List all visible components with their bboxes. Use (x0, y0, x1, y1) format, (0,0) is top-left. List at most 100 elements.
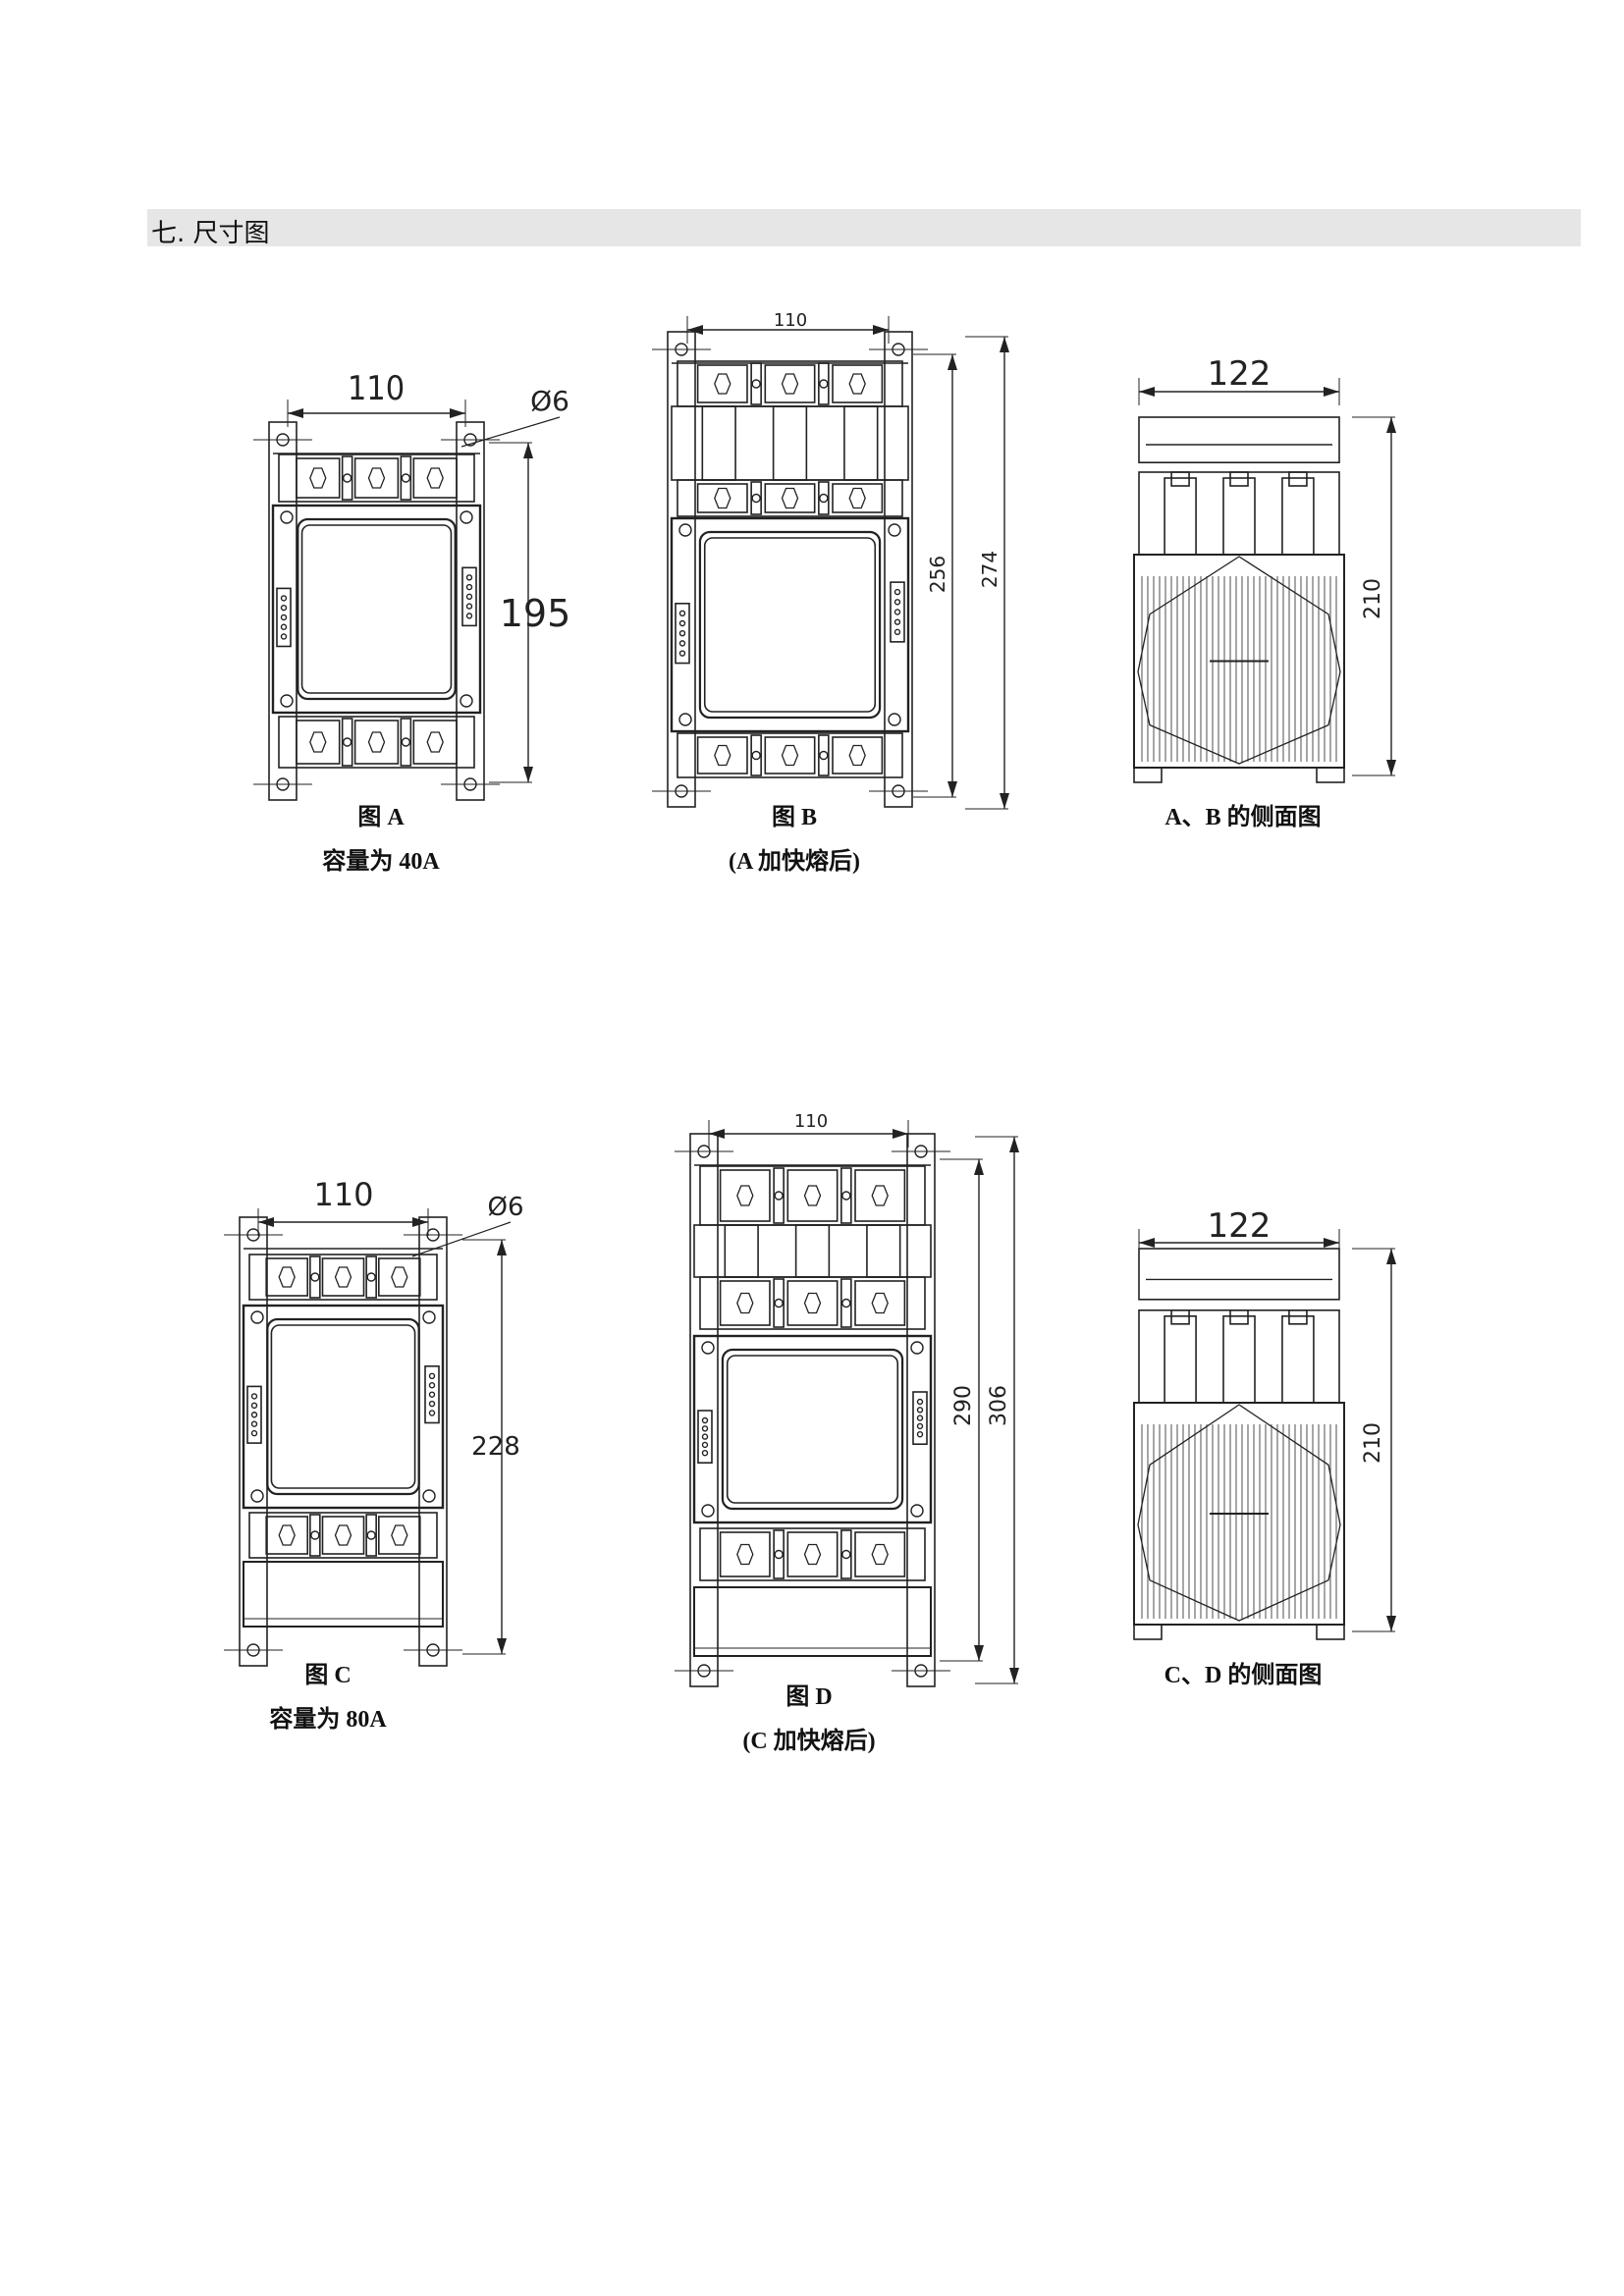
terminal-cell (786, 1169, 839, 1222)
screw-icon (751, 493, 761, 504)
terminal-separator (840, 1529, 852, 1579)
connector-strip (424, 1365, 440, 1424)
connector-pin-icon (250, 1420, 258, 1427)
fuse-bars (693, 1224, 932, 1278)
fuse-frame (671, 405, 909, 481)
terminal-cell (854, 1169, 906, 1222)
terminal-post (1164, 477, 1197, 556)
connector-pin-icon (465, 593, 473, 601)
figure-d-outer-height-dimension (975, 1136, 1019, 1684)
hex-nut-icon (781, 487, 799, 509)
figure-c-width-dimension (257, 1208, 429, 1236)
terminal-cell (719, 1169, 771, 1222)
figure-ab-depth-dimension (1138, 378, 1340, 405)
terminal-cell (265, 1257, 309, 1297)
connector-strip (276, 587, 292, 648)
arrow-head (1386, 760, 1396, 775)
arrow-head (1324, 387, 1339, 397)
hex-nut-icon (803, 1543, 822, 1566)
terminal-cell (353, 457, 400, 499)
terminal-block (677, 732, 903, 778)
hex-nut-icon (367, 467, 386, 489)
terminal-separator (818, 734, 830, 776)
mounting-foot (1133, 767, 1163, 783)
arrow-head (1009, 1137, 1019, 1152)
hex-nut-icon (426, 467, 444, 489)
terminal-nut (1229, 1309, 1249, 1325)
mounting-rail (906, 1133, 936, 1687)
terminal-block (248, 1512, 438, 1559)
screw-icon (841, 1298, 851, 1308)
connector-pin-icon (701, 1441, 709, 1449)
terminal-cell (296, 720, 341, 765)
panel-window-inner (726, 1355, 899, 1504)
hex-nut-icon (334, 1266, 352, 1288)
connector-pin-icon (701, 1425, 709, 1432)
figure-b-outer-height-dimension (965, 336, 1009, 810)
terminal-block (278, 454, 475, 503)
mounting-rail (667, 331, 696, 808)
connector-pin-icon (678, 640, 686, 647)
figure-c-height-label: 228 (471, 1432, 520, 1462)
control-panel (670, 516, 910, 733)
terminal-cell (764, 364, 816, 403)
hex-nut-icon (426, 731, 444, 753)
terminal-separator (341, 455, 353, 501)
screw-icon (888, 713, 901, 726)
screw-icon (774, 1191, 784, 1201)
figure-a-front-view (253, 421, 500, 801)
figure-d-outer-height-label: 306 (987, 1385, 1011, 1426)
screw-icon (342, 737, 352, 747)
connector-pin-icon (893, 599, 901, 606)
screw-icon (460, 510, 473, 524)
terminal-separator (309, 1255, 321, 1299)
panel-window (297, 517, 457, 701)
screw-icon (310, 1530, 320, 1540)
connector-pin-icon (428, 1400, 436, 1408)
fuse-bar (772, 405, 808, 481)
connector-pin-icon (428, 1382, 436, 1389)
terminal-block (278, 716, 475, 769)
screw-icon (751, 379, 761, 389)
screw-icon (280, 510, 294, 524)
terminal-frame (278, 716, 475, 769)
terminal-separator (773, 1167, 785, 1224)
terminal-cell (832, 483, 884, 513)
mounting-foot (1316, 767, 1345, 783)
figure-cd-depth-dimension (1138, 1229, 1340, 1256)
terminal-cell (786, 1531, 839, 1577)
figure-d-inner-height-dimension (940, 1158, 984, 1662)
connector-pin-icon (428, 1372, 436, 1380)
screw-icon (401, 737, 411, 747)
connector-pin-icon (465, 613, 473, 619)
screw-icon (841, 1549, 851, 1560)
terminal-cell (377, 1257, 421, 1297)
terminal-block (699, 1527, 926, 1581)
terminal-separator (840, 1278, 852, 1328)
figure-a-caption: 图 A (357, 805, 405, 830)
mounting-rail (456, 421, 485, 801)
fuse-frame (693, 1224, 932, 1278)
terminal-block (677, 360, 903, 407)
terminal-separator (365, 1514, 377, 1557)
terminal-posts (1138, 471, 1340, 556)
terminal-cell (265, 1516, 309, 1555)
screw-icon (701, 1504, 715, 1518)
figure-b-outer-height-label: 274 (978, 551, 1001, 588)
arrow-head (947, 781, 957, 797)
screw-icon (250, 1489, 264, 1503)
screw-icon (678, 523, 692, 537)
connector-frame (890, 581, 905, 643)
fuse-bar (866, 1224, 901, 1278)
screw-icon (678, 713, 692, 726)
figure-b-width-label: 110 (774, 310, 807, 331)
control-panel (242, 1304, 445, 1510)
figure-c-hole-label: Ø6 (487, 1193, 523, 1222)
connector-pin-icon (428, 1410, 436, 1416)
connector-strip (697, 1410, 713, 1465)
connector-pin-icon (678, 650, 686, 657)
terminal-separator (309, 1514, 321, 1557)
fuse-bar (724, 1224, 759, 1278)
terminal-cell (854, 1531, 906, 1577)
terminal-separator (365, 1255, 377, 1299)
